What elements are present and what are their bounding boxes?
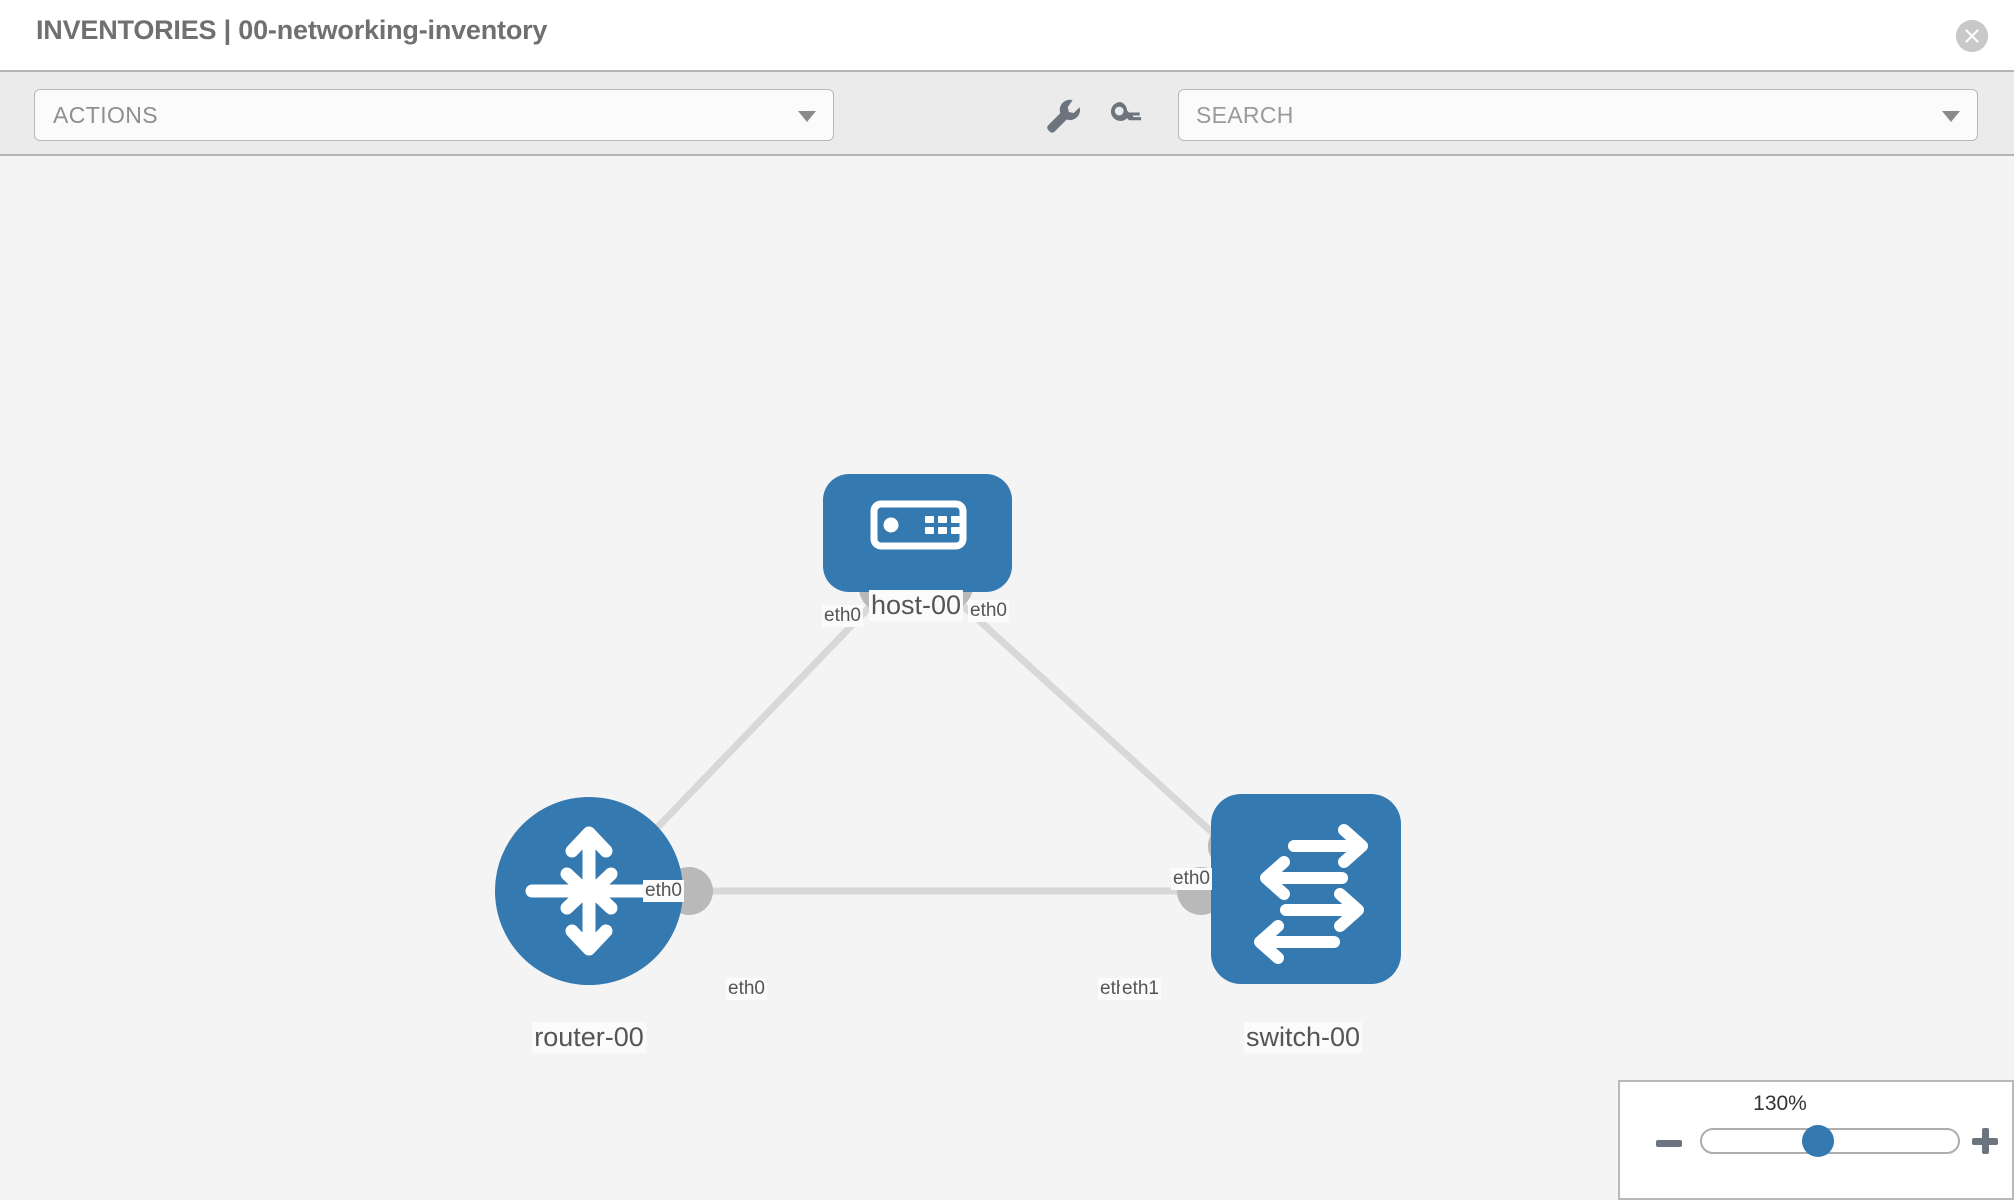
link-host-switch (947, 591, 1241, 859)
zoom-control-panel: 130% (1618, 1080, 2014, 1200)
interface-label: eth0 (822, 605, 863, 627)
node-label-router-00: router-00 (532, 1022, 646, 1053)
page-header: INVENTORIES | 00-networking-inventory (0, 0, 2014, 70)
switch-arrows-icon (1254, 824, 1368, 964)
zoom-level-value: 130% (1753, 1092, 1807, 1115)
chevron-down-icon (1942, 111, 1960, 122)
router-arrows-icon (525, 826, 653, 956)
zoom-in-button[interactable] (1972, 1128, 1998, 1154)
zoom-slider-thumb[interactable] (1802, 1125, 1834, 1157)
page-title: INVENTORIES | 00-networking-inventory (36, 15, 548, 45)
close-icon[interactable] (1956, 20, 1988, 52)
wrench-icon[interactable] (1040, 94, 1082, 136)
topology-canvas[interactable]: host-00 router-00 switch-00 eth0 eth0 et… (0, 156, 2014, 1200)
node-host-00[interactable] (823, 474, 1012, 592)
key-icon[interactable] (1105, 94, 1147, 136)
node-label-switch-00: switch-00 (1243, 1022, 1363, 1053)
interface-label: eth0 (968, 600, 1009, 622)
interface-label: eth0 (643, 880, 684, 902)
node-label-host-00: host-00 (868, 590, 964, 621)
server-icon (870, 500, 967, 550)
zoom-out-button[interactable] (1656, 1140, 1682, 1147)
node-router-00[interactable] (495, 797, 683, 985)
interface-label: eth0 (726, 978, 767, 1000)
topology-graph (495, 474, 1401, 985)
link-host-router (627, 593, 883, 859)
actions-dropdown-label: ACTIONS (53, 102, 159, 128)
toolbar: ACTIONS SEARCH (0, 70, 2014, 156)
search-placeholder: SEARCH (1196, 102, 1294, 128)
interface-label: eth0 (1171, 868, 1212, 890)
node-switch-00[interactable] (1211, 794, 1401, 984)
chevron-down-icon (798, 111, 816, 122)
actions-dropdown[interactable]: ACTIONS (34, 89, 834, 141)
interface-label: eth1 (1120, 978, 1161, 1000)
search-input[interactable]: SEARCH (1178, 89, 1978, 141)
